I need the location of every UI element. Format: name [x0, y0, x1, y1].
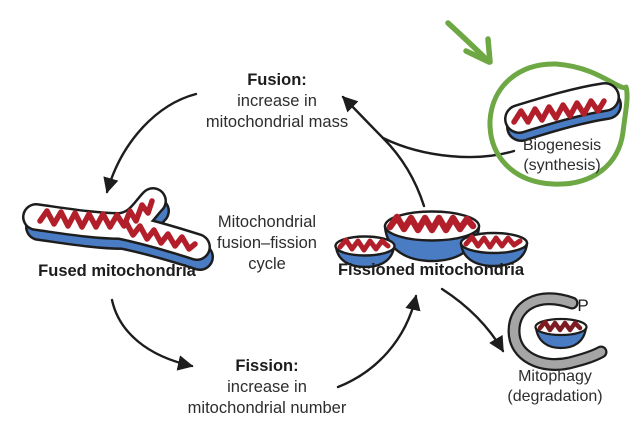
arrow-fused-to-fission	[110, 298, 194, 371]
green-highlight-circle	[487, 61, 630, 187]
fused-mitochondria-illustration	[22, 187, 214, 271]
cycle-line3: cycle	[248, 255, 286, 273]
arrow-fissioned-to-fusion-head	[341, 95, 385, 140]
biogenesis-mitochondrion-illustration	[504, 82, 622, 142]
mitophagy-line2: (degradation)	[507, 388, 603, 405]
green-annotation-arrow-icon	[445, 20, 493, 65]
arrow-fission-to-fissioned	[336, 294, 421, 389]
fusion-desc-line2: mitochondrial mass	[205, 113, 349, 131]
arrow-fissioned-to-fusion-tail	[381, 136, 426, 208]
cycle-line1: Mitochondrial	[217, 213, 317, 231]
mitophagy-caption: Mitophagy (degradation)	[507, 367, 602, 407]
arrow-biogenesis-merge	[381, 136, 516, 159]
phagophore-p-label: P	[577, 296, 589, 315]
fusion-step-label: Fusion: increase in mitochondrial mass	[206, 70, 348, 133]
fission-desc-line1: increase in	[227, 378, 307, 396]
fusion-desc-line1: increase in	[237, 92, 317, 110]
cycle-line2: fusion–fission	[217, 234, 317, 252]
fused-mitochondria-caption: Fused mitochondria	[38, 262, 196, 280]
biogenesis-line2: (synthesis)	[523, 157, 601, 174]
biogenesis-caption: Biogenesis (synthesis)	[523, 136, 601, 176]
fission-desc-line2: mitochondrial number	[187, 399, 347, 417]
fission-step-label: Fission: increase in mitochondrial numbe…	[188, 356, 347, 419]
fissioned-mitochondria-illustration	[334, 210, 529, 269]
arrow-fissioned-to-mitophagy	[440, 287, 505, 353]
biogenesis-line1: Biogenesis	[522, 137, 602, 154]
fusion-title: Fusion:	[247, 71, 307, 89]
mitophagy-line1: Mitophagy	[518, 368, 592, 385]
arrow-fusion-to-fused	[103, 92, 198, 194]
cycle-center-label: Mitochondrial fusion–fission cycle	[217, 212, 317, 275]
mitophagy-illustration	[507, 292, 608, 371]
fissioned-mitochondria-caption: Fissioned mitochondria	[337, 261, 525, 279]
fission-title: Fission:	[235, 357, 299, 375]
